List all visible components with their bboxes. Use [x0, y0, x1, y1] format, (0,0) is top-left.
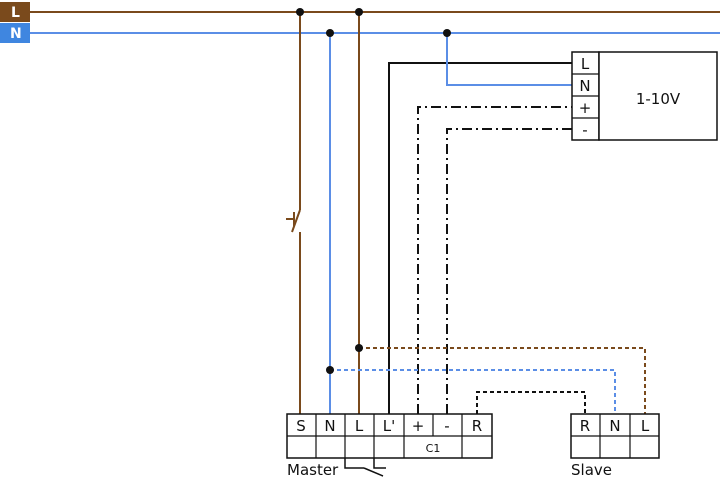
slave-terminal-r: R [580, 417, 590, 435]
master-terminal-minus: - [444, 417, 449, 435]
slave-n-wire [330, 369, 616, 414]
junction-dot [326, 29, 334, 37]
driver-n-wire [446, 33, 572, 86]
master-name: Master [287, 461, 339, 478]
junction-dot [443, 29, 451, 37]
driver-block: 1-10V L N + - [571, 51, 718, 141]
neutral-bus-badge [0, 23, 30, 43]
master-slave-r-wire [476, 391, 586, 414]
slave-module: R N L Slave [570, 413, 660, 478]
master-terminal-plus: + [412, 417, 425, 435]
junction-dot [355, 344, 363, 352]
master-terminal-n: N [324, 417, 335, 435]
driver-body [598, 51, 718, 141]
slave-name: Slave [571, 461, 612, 478]
master-terminal-r: R [472, 417, 482, 435]
push-button-switch-icon [286, 209, 301, 233]
driver-title: 1-10V [636, 90, 681, 108]
junction-dot [326, 366, 334, 374]
slave-terminal-n: N [609, 417, 620, 435]
driver-terminal-plus: + [579, 99, 592, 117]
control-plus-wire [417, 106, 572, 414]
control-minus-wire [446, 128, 572, 414]
live-bus-badge [0, 2, 30, 22]
master-terminal-l: L [355, 417, 364, 435]
driver-terminal-l: L [581, 55, 590, 73]
slave-l-wire [359, 347, 646, 414]
live-bus-label: L [11, 5, 20, 21]
neutral-bus-label: N [10, 26, 22, 42]
master-lprime-wire [388, 62, 572, 414]
driver-terminal-minus: - [582, 121, 587, 139]
master-terminal-s: S [296, 417, 306, 435]
driver-terminal-n: N [579, 77, 590, 95]
relay-contact-icon [344, 458, 386, 477]
slave-terminal-l: L [641, 417, 650, 435]
master-terminal-lprime: L' [383, 417, 395, 435]
master-module: S N L L' + - R C1 Master [286, 413, 493, 478]
master-group-label: C1 [426, 442, 441, 455]
junction-dot [355, 8, 363, 16]
junction-dot [296, 8, 304, 16]
